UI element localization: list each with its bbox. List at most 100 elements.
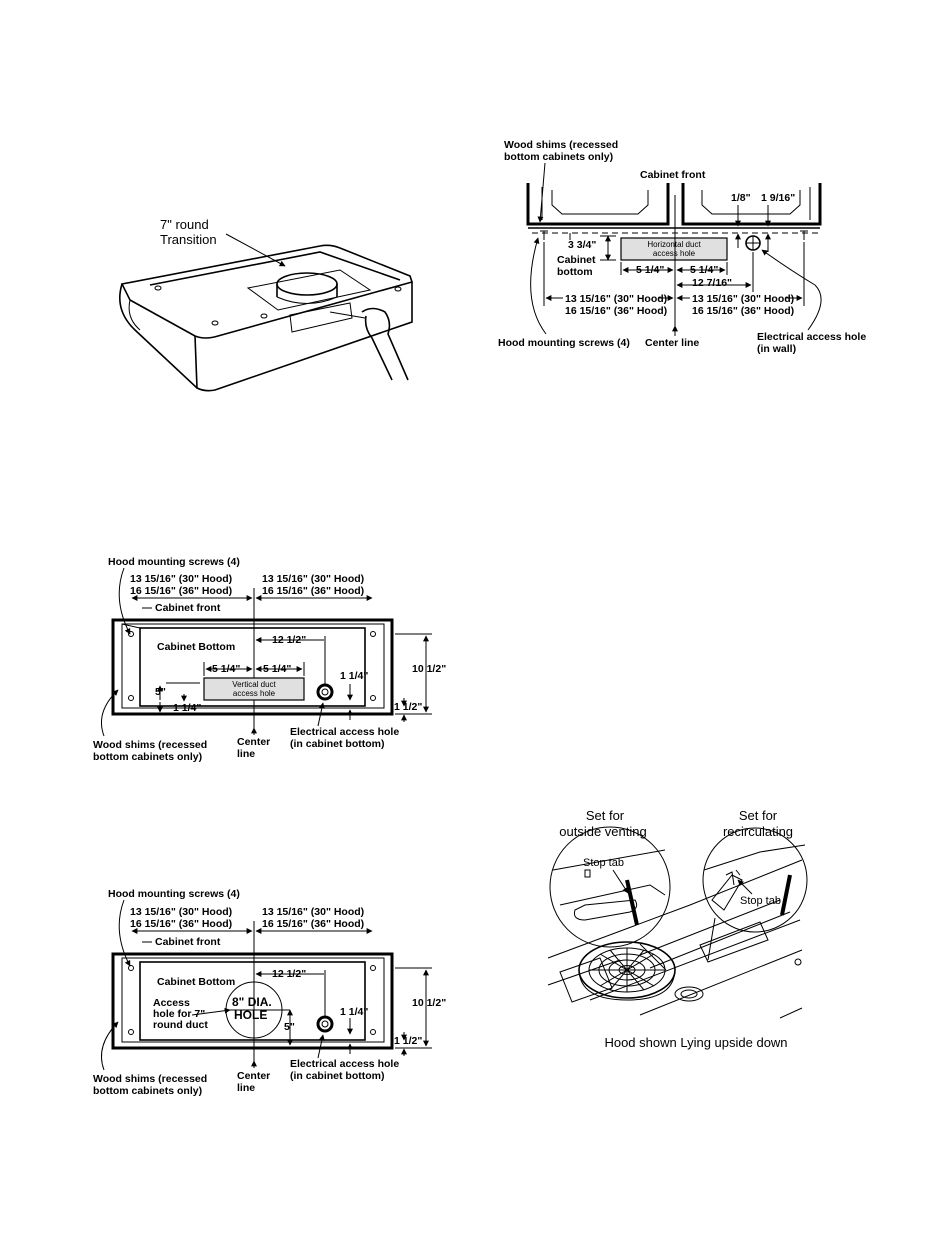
cabinet-outline — [111, 952, 394, 1050]
wood-shims-label-line1: Wood shims (recessed — [93, 739, 207, 751]
dim-3-3-4: 3 3/4" — [568, 239, 596, 251]
wood-shims-label-line1: Wood shims (recessed — [93, 1073, 207, 1085]
hood-rear-lip — [149, 251, 401, 286]
dim-right-36-hood: 16 15/16" (36" Hood) — [262, 585, 364, 597]
dim-5-1-4-left: 5 1/4" — [636, 264, 664, 276]
cabinet-outline — [111, 618, 394, 716]
dim-right-30-hood: 13 15/16" (30" Hood) — [262, 906, 364, 918]
transition-label-line1: 7" round — [160, 217, 209, 232]
mounting-screw-icon — [370, 965, 376, 971]
dim-10-1-2: 10 1/2" — [412, 997, 446, 1009]
dim-1-9-16: 1 9/16" — [761, 192, 795, 204]
screws-label: Hood mounting screws (4) — [108, 888, 240, 900]
transition-plate — [246, 269, 372, 311]
center-line-label-line2: line — [237, 748, 255, 760]
mounting-screw-icon — [128, 965, 134, 971]
duct-label-line1: Horizontal duct — [647, 240, 701, 249]
fan-grill-icon — [578, 941, 676, 1001]
right-cabinet — [681, 183, 822, 226]
dim-left-30-hood: 13 15/16" (30" Hood) — [130, 906, 232, 918]
duct-label-line2: access hole — [233, 689, 276, 698]
cabinet-bottom-label: Cabinet Bottom — [157, 641, 235, 653]
transition-label-line2: Transition — [160, 232, 217, 247]
electrical-hole-label-line1: Electrical access hole — [290, 726, 399, 738]
hole-label-line1: 8" DIA. — [232, 995, 272, 1009]
recirculating-label-line2: recirculating — [723, 824, 793, 839]
outside-venting-label-line1: Set for — [586, 808, 625, 823]
electrical-hole-label-line2: (in cabinet bottom) — [290, 1070, 385, 1082]
dim-1-1-4-bottom: 1 1/4" — [173, 702, 201, 714]
electrical-hole-label-line1: Electrical access hole — [757, 331, 866, 343]
duct-label-line1: Vertical duct — [232, 680, 276, 689]
mounting-screw-icon — [370, 1029, 376, 1035]
dim-5: 5" — [284, 1021, 295, 1033]
mounting-screw-icon — [370, 631, 376, 637]
cabinet-bottom-label-line1: Cabinet — [557, 254, 596, 266]
dim-left-36-hood: 16 15/16" (36" Hood) — [565, 305, 667, 317]
dim-right-36-hood: 16 15/16" (36" Hood) — [692, 305, 794, 317]
wood-shims-label-line1: Wood shims (recessed — [504, 139, 618, 151]
dim-left-36-hood: 16 15/16" (36" Hood) — [130, 585, 232, 597]
hole-label-line2: HOLE — [234, 1008, 267, 1022]
access-label-line3: round duct — [153, 1019, 208, 1031]
hood-transition-illustration: 7" round Transition — [119, 217, 414, 392]
dim-1-1-2: 1 1/2" — [394, 701, 422, 713]
electrical-hole-label-line2: (in wall) — [757, 343, 796, 355]
duct-label-line2: access hole — [653, 249, 696, 258]
horizontal-duct-diagram: Wood shims (recessed bottom cabinets onl… — [498, 139, 866, 355]
center-line-label-line1: Center — [237, 736, 270, 748]
wood-shims-label-line2: bottom cabinets only) — [93, 1085, 202, 1097]
mounting-screw-icon — [540, 230, 548, 240]
screws-label: Hood mounting screws (4) — [498, 337, 630, 349]
vertical-duct-access-hole — [203, 677, 305, 701]
horizontal-duct-access-hole — [620, 237, 728, 261]
left-cabinet — [526, 183, 670, 226]
stop-tab-left-label: Stop tab — [583, 857, 624, 869]
dim-left-30-hood: 13 15/16" (30" Hood) — [565, 293, 667, 305]
dim-12-1-2: 12 1/2" — [272, 968, 306, 980]
dim-5-1-4-right: 5 1/4" — [690, 264, 718, 276]
dim-1-8: 1/8" — [731, 192, 751, 204]
damper-setting-illustration: Set for outside venting Set for recircul… — [547, 808, 808, 1050]
dim-1-1-4: 1 1/4" — [340, 1006, 368, 1018]
electrical-hole-label-line2: (in cabinet bottom) — [290, 738, 385, 750]
dim-1-1-4-right: 1 1/4" — [340, 670, 368, 682]
dim-right-36-hood: 16 15/16" (36" Hood) — [262, 918, 364, 930]
electrical-hole-label-line1: Electrical access hole — [290, 1058, 399, 1070]
mounting-screw-icon — [128, 631, 134, 637]
round-duct-diagram: Hood mounting screws (4) 13 15/16" (30" … — [93, 888, 446, 1097]
electrical-access-hole-cabinet — [316, 683, 334, 701]
electrical-access-hole-cabinet — [316, 1015, 334, 1033]
mounting-screw-icon — [370, 695, 376, 701]
vertical-duct-diagram: Hood mounting screws (4) 13 15/16" (30" … — [93, 556, 446, 763]
center-line-label-line2: line — [237, 1082, 255, 1094]
mounting-screw-icon — [128, 1029, 134, 1035]
hood-caption: Hood shown Lying upside down — [604, 1035, 787, 1050]
mounting-screw-icon — [800, 230, 808, 240]
dim-12-1-2: 12 1/2" — [272, 634, 306, 646]
outside-venting-label-line2: outside venting — [559, 824, 646, 839]
dim-right-30-hood: 13 15/16" (30" Hood) — [692, 293, 794, 305]
outside-venting-zoom — [549, 826, 671, 948]
center-line-label: Center line — [645, 337, 699, 349]
cabinet-front-label: Cabinet front — [155, 602, 221, 614]
dim-10-1-2: 10 1/2" — [412, 663, 446, 675]
cabinet-bottom-panel — [139, 961, 366, 1041]
cabinet-bottom-label: Cabinet Bottom — [157, 976, 235, 988]
cabinet-bottom-panel — [139, 627, 366, 707]
dim-1-1-2: 1 1/2" — [394, 1035, 422, 1047]
dim-5-1-4-right: 5 1/4" — [263, 663, 291, 675]
hand-icon — [361, 307, 409, 381]
wood-shims-label-line2: bottom cabinets only) — [93, 751, 202, 763]
access-label-line2: hole for 7" — [153, 1008, 205, 1020]
dim-5-1-4-left: 5 1/4" — [212, 663, 240, 675]
hood-top-surface — [120, 244, 414, 339]
wood-shims-label-line2: bottom cabinets only) — [504, 151, 613, 163]
dim-right-30-hood: 13 15/16" (30" Hood) — [262, 573, 364, 585]
dim-left-36-hood: 16 15/16" (36" Hood) — [130, 918, 232, 930]
screwdriver-icon — [329, 311, 366, 319]
cabinet-front-label: Cabinet front — [640, 169, 706, 181]
cabinet-bottom-label-line2: bottom — [557, 266, 593, 278]
hood-left-end — [119, 283, 198, 389]
